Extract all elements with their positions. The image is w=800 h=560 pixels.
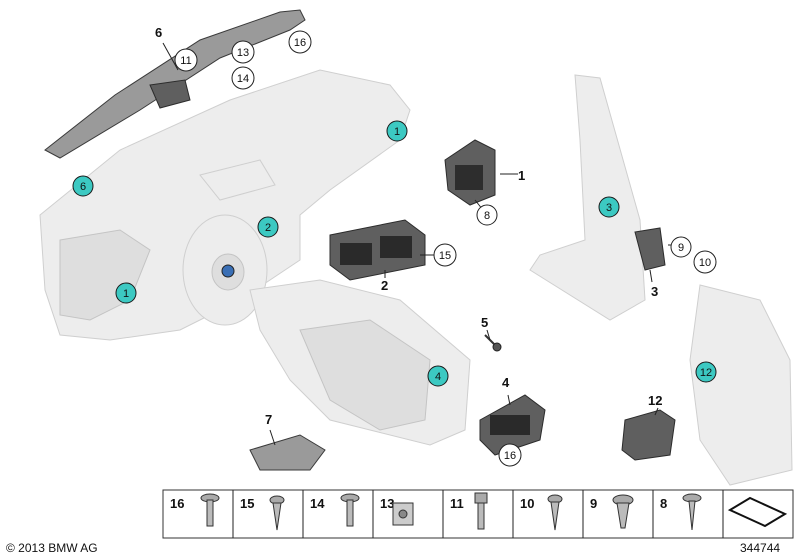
callout-label: 9 (678, 242, 684, 254)
air-duct-part (249, 434, 326, 471)
fastener-number: 11 (450, 496, 464, 511)
part-label: 4 (502, 375, 510, 390)
callout-label: 16 (504, 450, 516, 462)
bracket-icon (727, 496, 788, 528)
fastener-number: 13 (380, 496, 394, 511)
location-markers: 1 6 2 1 3 4 12 (72, 120, 717, 387)
location-marker-label: 6 (80, 181, 86, 193)
location-marker-label: 2 (265, 222, 271, 234)
center-vent-part (329, 219, 426, 281)
fastener-number: 14 (310, 496, 325, 511)
callout-label: 13 (237, 47, 249, 59)
callout-label: 14 (237, 73, 249, 85)
fastener-number: 15 (240, 496, 254, 511)
circle-callouts: 11 13 14 16 8 15 9 10 16 (174, 30, 717, 467)
spring-nut-icon (392, 502, 414, 526)
fastener-number: 8 (660, 496, 667, 511)
callout-label: 10 (699, 257, 711, 269)
location-marker-label: 1 (123, 288, 129, 300)
copyright-notice: © 2013 BMW AG (6, 541, 98, 555)
reference-number: 344744 (740, 541, 780, 555)
self-tapping-screw-icon (547, 494, 563, 531)
callout-label: 15 (439, 250, 451, 262)
part-label: 1 (518, 168, 525, 183)
rear-trim-illustration (689, 284, 793, 486)
part-label: 6 (155, 25, 162, 40)
callout-label: 8 (484, 210, 490, 222)
control-module-part (621, 409, 676, 461)
rear-vent-part (479, 394, 546, 456)
collar-screw-icon (682, 493, 702, 531)
part-label: 12 (648, 393, 662, 408)
location-marker-label: 3 (606, 202, 612, 214)
part-label: 2 (381, 278, 388, 293)
pillar-trim-illustration (529, 74, 646, 321)
side-vent-part (444, 139, 496, 206)
collar-screw-icon (340, 493, 360, 527)
part-label: 3 (651, 284, 658, 299)
part-label: 7 (265, 412, 272, 427)
fastener-number: 9 (590, 496, 597, 511)
part-label: 5 (481, 315, 488, 330)
collar-screw-icon (200, 493, 220, 527)
callout-label: 16 (294, 37, 306, 49)
hex-bolt-icon (474, 492, 488, 530)
location-marker-label: 12 (700, 367, 712, 379)
dashboard-illustration (39, 69, 471, 446)
part-number-labels: 1 2 3 4 5 6 7 12 (155, 25, 662, 427)
pillar-vent-part (634, 227, 666, 271)
callout-label: 11 (180, 55, 191, 67)
screw-part (484, 334, 502, 352)
location-marker-label: 4 (435, 371, 441, 383)
fastener-number: 16 (170, 496, 184, 511)
location-marker-label: 1 (394, 126, 400, 138)
self-tapping-screw-icon (269, 495, 285, 531)
expanding-rivet-icon (612, 494, 634, 529)
fastener-strip: 16 15 14 13 11 10 9 8 (162, 489, 794, 539)
fastener-number: 10 (520, 496, 534, 511)
